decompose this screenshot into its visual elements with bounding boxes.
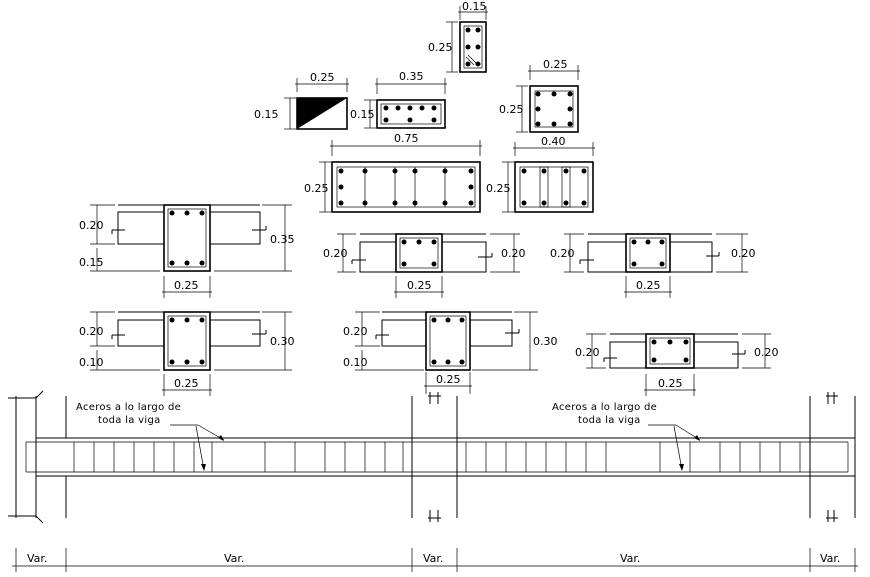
beam-elevation: Aceros a lo largo de toda la viga Aceros…	[8, 390, 858, 572]
col-b-width: 0.25	[543, 58, 568, 71]
slab-section-6: 0.20 0.20 0.25	[575, 333, 779, 396]
triangle-block: 0.25 0.15	[254, 71, 349, 130]
stirrups-left	[73, 442, 404, 472]
column-section-a: 0.15 0.25	[428, 0, 488, 73]
span-label-2: Var.	[224, 552, 244, 565]
slab-6-left: 0.20	[575, 346, 600, 359]
slab-3-width: 0.25	[636, 279, 661, 292]
column-section-b: 0.25 0.25	[499, 58, 580, 133]
slab-6-right: 0.20	[754, 346, 779, 359]
slab-4-width: 0.25	[174, 377, 199, 390]
slab-4-height: 0.30	[270, 335, 295, 348]
span-label-5: Var.	[820, 552, 840, 565]
slab-1-width: 0.25	[174, 279, 199, 292]
slab-4-bottom: 0.10	[79, 356, 104, 369]
slab-1-bottom: 0.15	[79, 256, 104, 269]
note-right-line2: toda la viga	[578, 415, 641, 426]
beam-a-width: 0.35	[399, 70, 424, 83]
beam-c-width: 0.40	[541, 135, 566, 148]
slab-1-top: 0.20	[79, 219, 104, 232]
col-a-width: 0.15	[462, 0, 487, 13]
slab-3-left: 0.20	[550, 247, 575, 260]
slab-section-2: 0.20 0.20 0.25	[323, 233, 526, 298]
slab-section-5: 0.20 0.10 0.30 0.25	[343, 311, 558, 394]
slab-5-top: 0.20	[343, 325, 368, 338]
slab-5-height: 0.30	[533, 335, 558, 348]
slab-3-right: 0.20	[731, 247, 756, 260]
span-label-4: Var.	[620, 552, 640, 565]
beam-c-height: 0.25	[486, 182, 511, 195]
slab-6-width: 0.25	[658, 377, 683, 390]
span-label-1: Var.	[27, 552, 47, 565]
col-a-height: 0.25	[428, 41, 453, 54]
note-left-line1: Aceros a lo largo de	[76, 402, 181, 413]
slab-5-width: 0.25	[436, 373, 461, 386]
slab-section-3: 0.20 0.20 0.25	[550, 233, 756, 298]
beam-section-b: 0.75 0.25	[304, 132, 482, 213]
slab-2-left: 0.20	[323, 247, 348, 260]
slab-section-4: 0.20 0.10 0.30 0.25	[79, 311, 295, 396]
beam-a-height: 0.15	[350, 108, 375, 121]
slab-2-width: 0.25	[407, 279, 432, 292]
triangle-height: 0.15	[254, 108, 279, 121]
beam-b-height: 0.25	[304, 182, 329, 195]
beam-section-c: 0.40 0.25	[486, 135, 595, 213]
triangle-width: 0.25	[310, 71, 335, 84]
beam-b-width: 0.75	[394, 132, 419, 145]
slab-section-1: 0.20 0.15 0.35 0.25	[79, 204, 295, 298]
slab-2-right: 0.20	[501, 247, 526, 260]
col-b-height: 0.25	[499, 103, 524, 116]
slab-5-bottom: 0.10	[343, 356, 368, 369]
note-left-line2: toda la viga	[98, 415, 161, 426]
note-right-line1: Aceros a lo largo de	[552, 402, 657, 413]
slab-1-height: 0.35	[270, 233, 295, 246]
beam-section-a: 0.35 0.15	[350, 70, 447, 129]
slab-4-top: 0.20	[79, 325, 104, 338]
span-label-3: Var.	[423, 552, 443, 565]
stirrups-right	[465, 442, 801, 472]
